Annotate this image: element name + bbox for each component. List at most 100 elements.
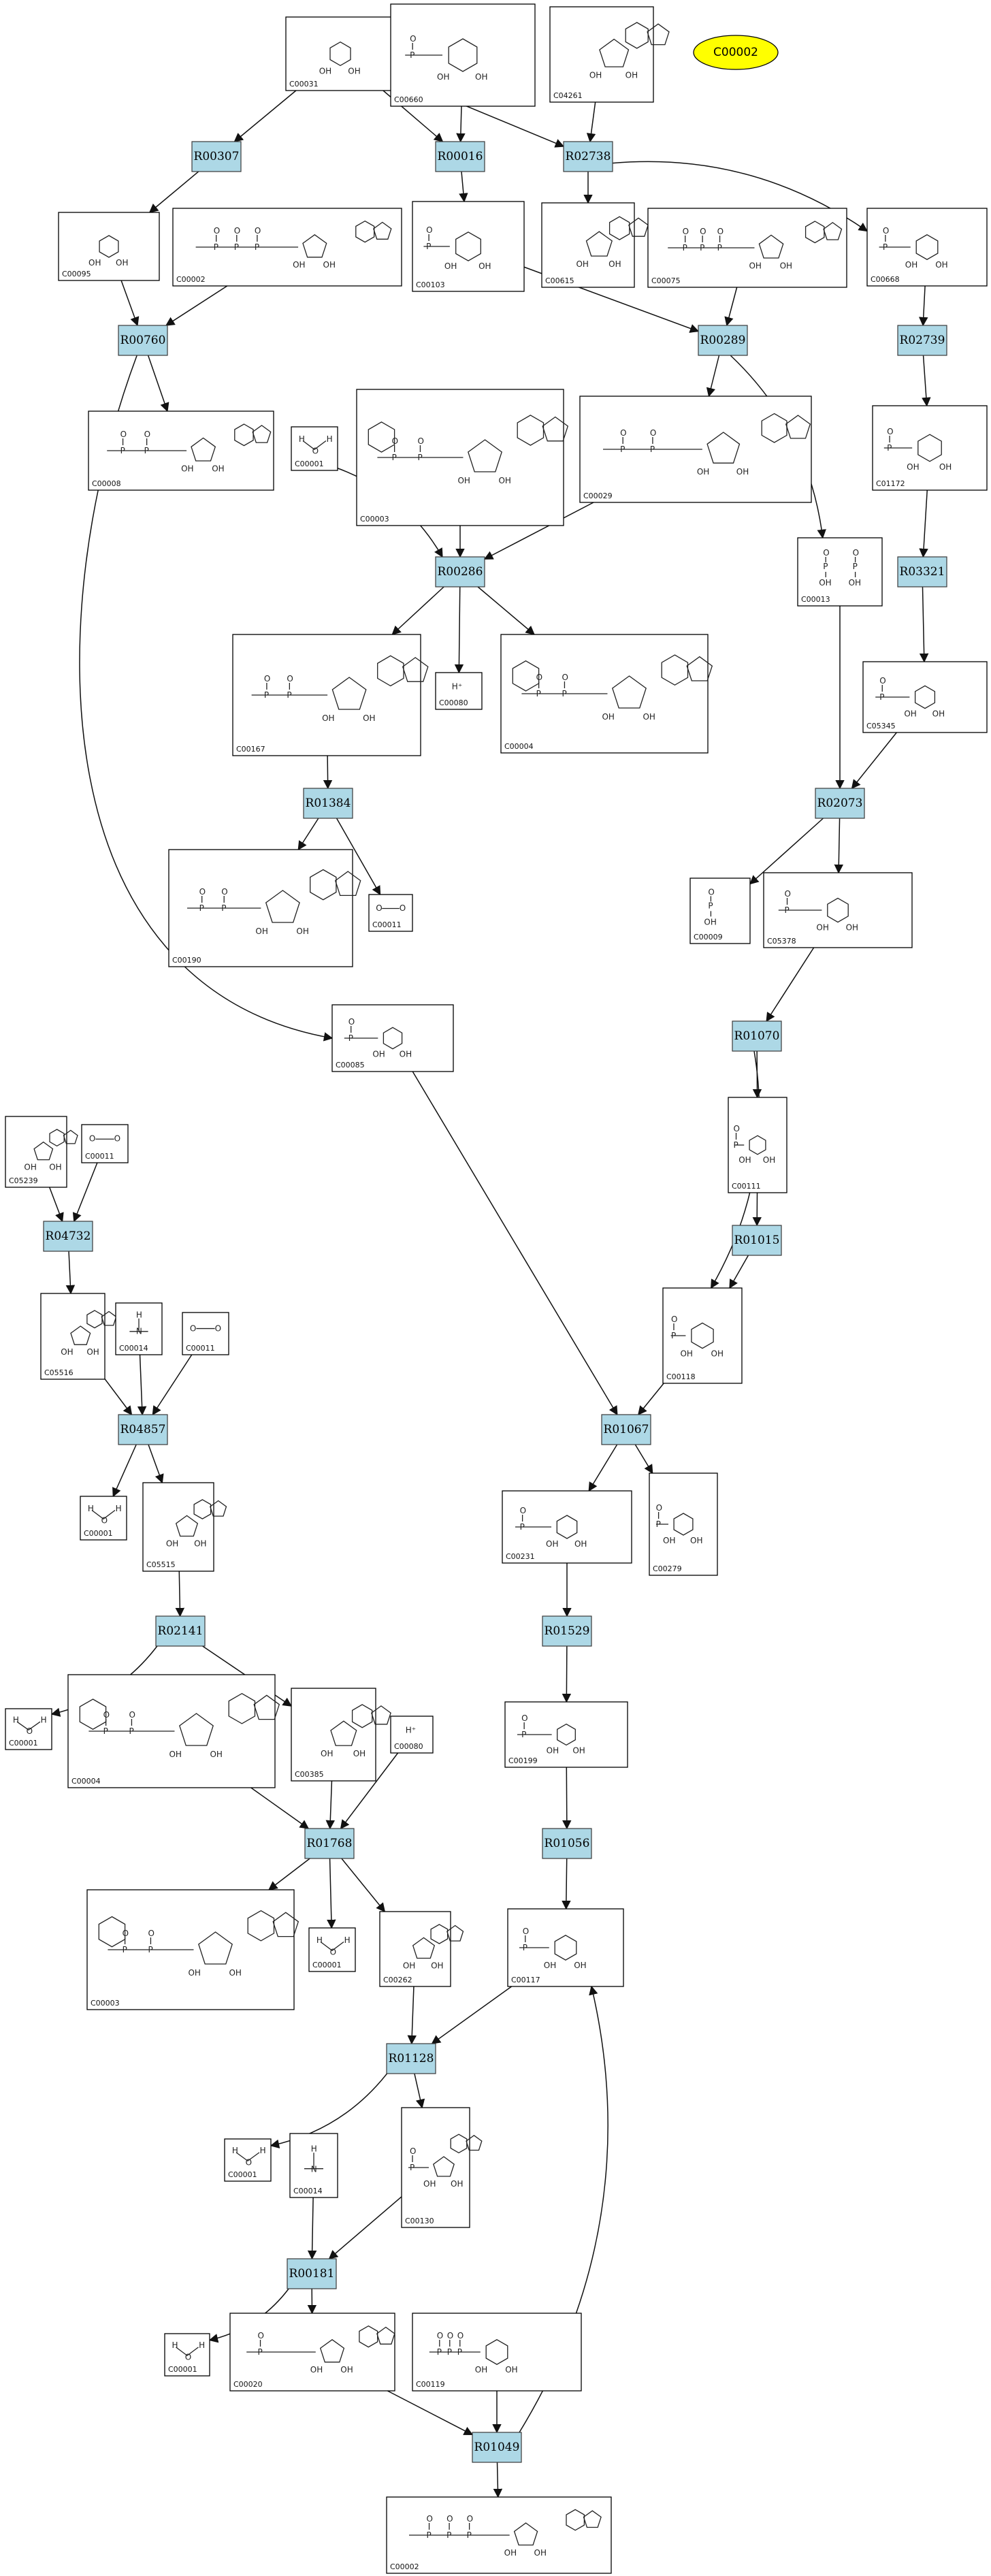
reaction-r00289[interactable]: R00289 xyxy=(698,325,748,356)
reaction-box[interactable] xyxy=(698,325,748,356)
reaction-box[interactable] xyxy=(155,1615,206,1647)
reaction-r01768[interactable]: R01768 xyxy=(304,1828,355,1859)
highlight-compound[interactable]: C00002 xyxy=(693,35,779,70)
reaction-box[interactable] xyxy=(43,1221,93,1252)
reaction-r03321[interactable]: R03321 xyxy=(897,556,947,587)
reaction-box[interactable] xyxy=(435,141,485,172)
reaction-box[interactable] xyxy=(472,2432,522,2463)
compound-box[interactable] xyxy=(872,405,988,491)
reaction-r01384[interactable]: R01384 xyxy=(303,788,353,819)
compound-box[interactable] xyxy=(308,1927,356,1972)
compound-box[interactable] xyxy=(390,1716,434,1754)
reaction-r00286[interactable]: R00286 xyxy=(435,556,485,587)
reaction-r01128[interactable]: R01128 xyxy=(386,2043,436,2074)
compound-box[interactable] xyxy=(285,16,395,91)
highlight-ellipse[interactable] xyxy=(693,35,779,70)
reaction-r02738[interactable]: R02738 xyxy=(563,141,613,172)
compound-box[interactable] xyxy=(763,872,913,948)
compound-box[interactable] xyxy=(142,1482,214,1572)
compound-box[interactable] xyxy=(164,2333,210,2377)
compound-box[interactable] xyxy=(80,1496,127,1541)
reaction-box[interactable] xyxy=(304,1828,355,1859)
reaction-box[interactable] xyxy=(287,2258,337,2289)
reaction-box[interactable] xyxy=(732,1020,782,1052)
reaction-r02141[interactable]: R02141 xyxy=(155,1615,206,1647)
reaction-r02739[interactable]: R02739 xyxy=(897,325,947,356)
reaction-r01529[interactable]: R01529 xyxy=(542,1615,592,1647)
reaction-box[interactable] xyxy=(542,1615,592,1647)
reaction-box[interactable] xyxy=(897,556,947,587)
reaction-r02073[interactable]: R02073 xyxy=(815,788,865,819)
reaction-r01015[interactable]: R01015 xyxy=(732,1225,782,1256)
reaction-r04732[interactable]: R04732 xyxy=(43,1221,93,1252)
reaction-box[interactable] xyxy=(815,788,865,819)
reaction-r04857[interactable]: R04857 xyxy=(118,1414,168,1445)
compound-box[interactable] xyxy=(291,426,338,471)
compound-box[interactable] xyxy=(58,212,160,281)
compound-box[interactable] xyxy=(435,672,483,710)
reaction-r00307[interactable]: R00307 xyxy=(191,141,242,172)
reaction-box[interactable] xyxy=(732,1225,782,1256)
reaction-box[interactable] xyxy=(601,1414,651,1445)
reaction-box[interactable] xyxy=(386,2043,436,2074)
compound-box[interactable] xyxy=(182,1312,229,1355)
compound-box[interactable] xyxy=(224,2138,272,2182)
compound-c00080[interactable]: H⁺C00080 xyxy=(435,672,483,710)
reaction-box[interactable] xyxy=(897,325,947,356)
reaction-box[interactable] xyxy=(118,1414,168,1445)
compound-box[interactable] xyxy=(797,537,883,607)
compound-box[interactable] xyxy=(81,1124,129,1163)
reaction-box[interactable] xyxy=(303,788,353,819)
reaction-box[interactable] xyxy=(563,141,613,172)
reaction-r01056[interactable]: R01056 xyxy=(542,1828,592,1859)
reaction-box[interactable] xyxy=(542,1828,592,1859)
compound-box[interactable] xyxy=(368,894,413,932)
reaction-box[interactable] xyxy=(191,141,242,172)
compound-box[interactable] xyxy=(291,1688,376,1782)
reaction-r01067[interactable]: R01067 xyxy=(601,1414,651,1445)
compound-box[interactable] xyxy=(40,1293,105,1380)
compound-box[interactable] xyxy=(5,1708,52,1750)
reaction-box[interactable] xyxy=(435,556,485,587)
reaction-box[interactable] xyxy=(118,325,168,356)
compound-box[interactable] xyxy=(5,1116,67,1188)
